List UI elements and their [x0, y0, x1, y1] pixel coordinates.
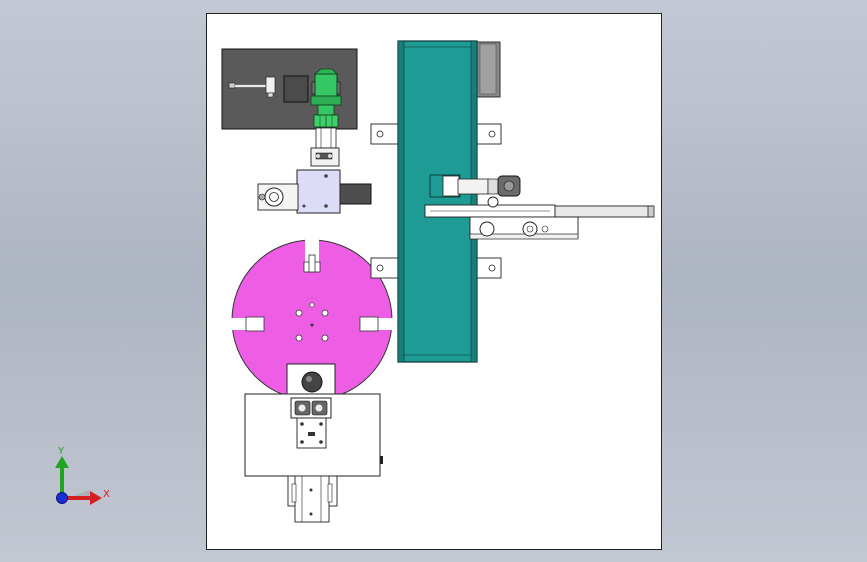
pusher-cylinder: [424, 174, 655, 240]
conveyor-unit: [370, 40, 502, 363]
y-axis-arrow-icon: [55, 456, 69, 468]
bottom-base-block: [244, 363, 383, 523]
x-axis-arrow-icon: [90, 491, 102, 505]
x-axis-label: X: [103, 489, 110, 500]
axis-triad: Y X: [55, 446, 110, 505]
z-axis-dot-icon: [56, 492, 68, 504]
slide-block: [257, 169, 372, 214]
y-axis-label: Y: [57, 446, 65, 457]
dark-mounting-plate: [221, 48, 358, 130]
rotary-turntable: [228, 238, 398, 401]
vertical-guide: [310, 127, 340, 167]
gripper-head: [310, 68, 342, 128]
